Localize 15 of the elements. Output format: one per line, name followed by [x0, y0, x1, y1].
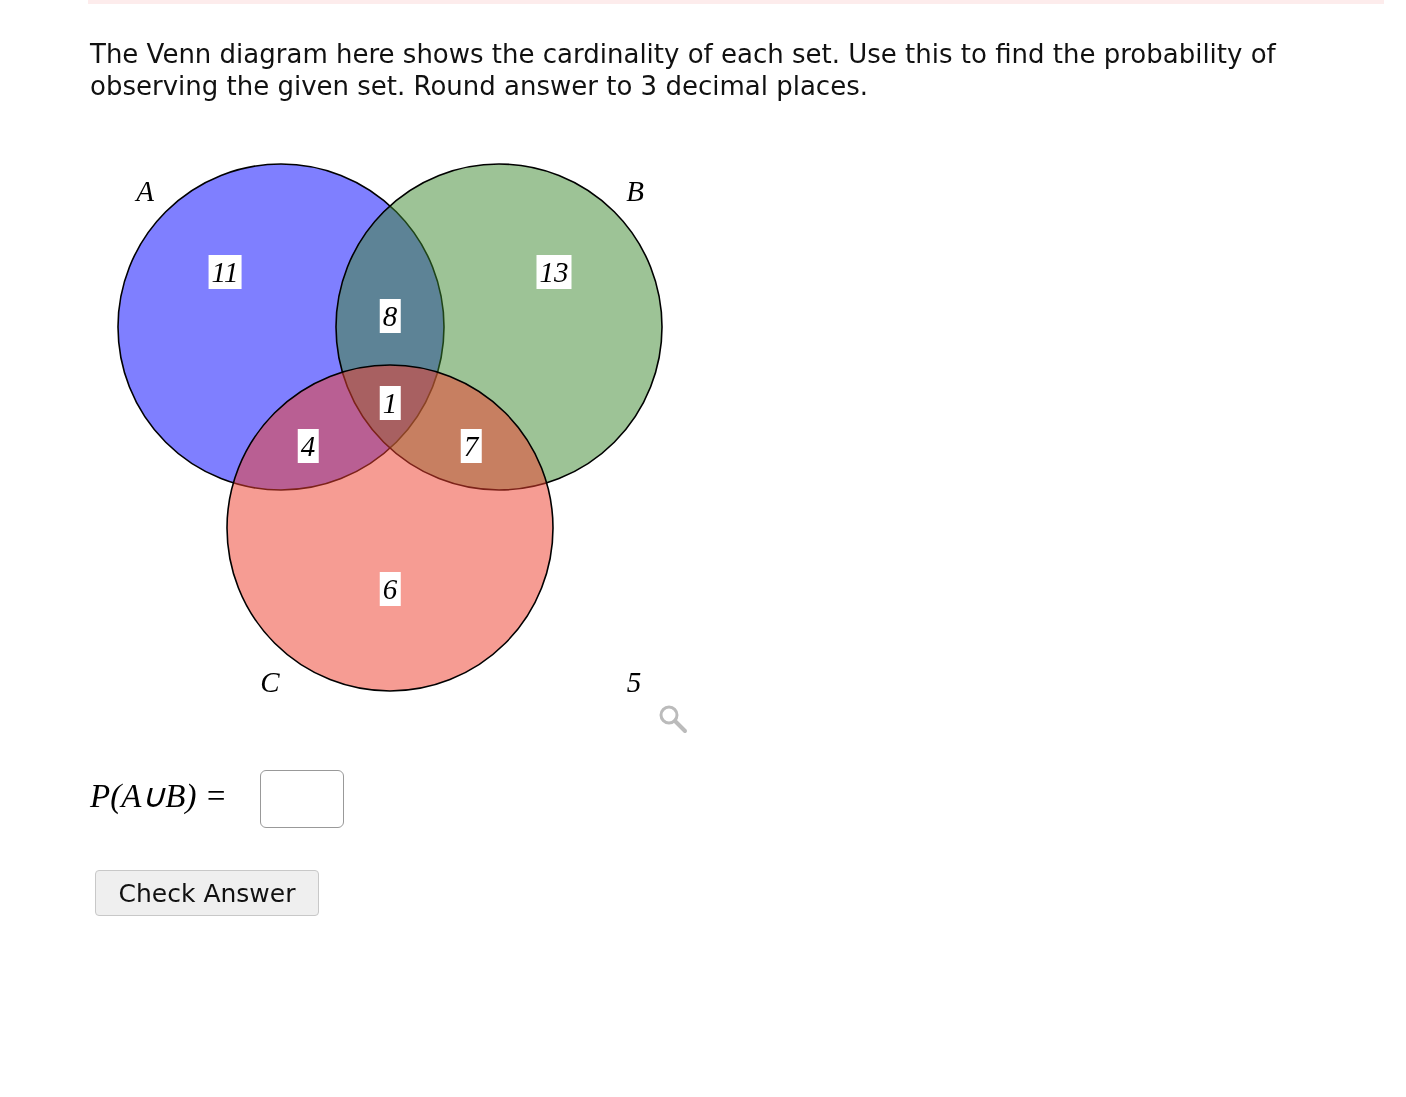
region-count: 6: [379, 572, 401, 606]
region-count: 1: [379, 386, 401, 420]
region-count: 8: [379, 299, 401, 333]
set-label: C: [259, 665, 281, 699]
probability-expression: P(A∪B) =: [90, 777, 227, 816]
outside-count: 5: [625, 665, 643, 699]
set-label: B: [625, 174, 645, 208]
set-circle: [226, 364, 554, 692]
region-count: 4: [297, 429, 319, 463]
region-count: 7: [460, 429, 482, 463]
check-answer-button: Check Answer: [95, 870, 319, 916]
set-label: A: [133, 174, 155, 208]
region-count: 13: [536, 255, 572, 289]
region-count: 11: [208, 255, 242, 289]
question-text: The Venn diagram here shows the cardinality of each set. Use this to find the probability of observing the given set. Round answer to 3 decimal places.: [90, 38, 1278, 102]
